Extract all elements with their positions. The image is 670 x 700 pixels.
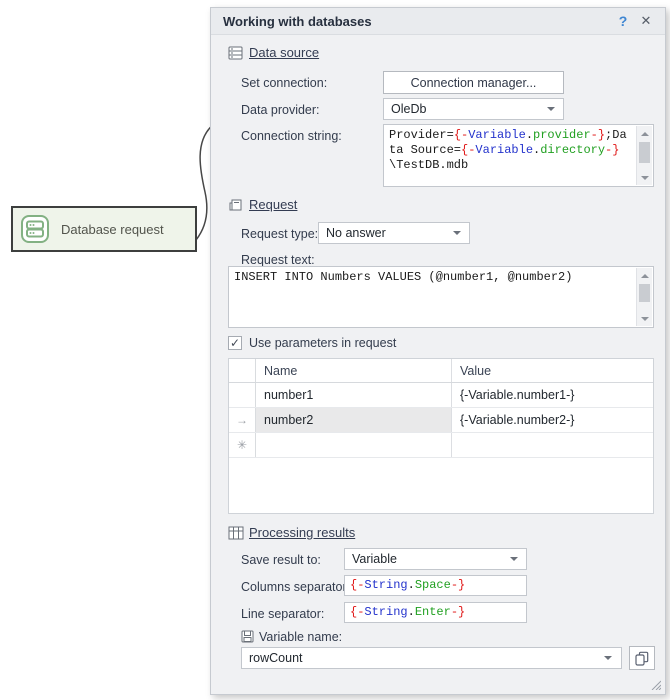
database-request-block[interactable]: Database request	[11, 206, 197, 252]
scroll-up-icon[interactable]	[637, 268, 652, 283]
database-icon	[21, 215, 49, 243]
parameters-table: Name Value number1 {-Variable.number1-} …	[228, 358, 654, 514]
properties-panel: Working with databases ? ✕ Data source S…	[210, 7, 666, 695]
request-text-value: INSERT INTO Numbers VALUES (@number1, @n…	[234, 270, 573, 284]
scroll-up-icon[interactable]	[637, 126, 652, 141]
variable-name-value: rowCount	[249, 651, 303, 665]
connection-string-scrollbar	[636, 126, 652, 185]
param-name-cell[interactable]: number1	[256, 383, 452, 407]
param-value-cell[interactable]: {-Variable.number2-}	[460, 413, 575, 427]
chevron-down-icon	[547, 107, 555, 111]
line-separator-label: Line separator:	[241, 607, 325, 621]
save-result-label: Save result to:	[241, 553, 321, 567]
panel-titlebar: Working with databases ? ✕	[211, 8, 665, 35]
copy-icon	[635, 651, 649, 666]
scroll-down-icon[interactable]	[637, 170, 652, 185]
save-result-value: Variable	[352, 552, 397, 566]
save-result-select[interactable]: Variable	[344, 548, 527, 570]
data-provider-label: Data provider:	[241, 103, 320, 117]
columns-separator-input[interactable]: {-String.Space-}	[344, 575, 527, 596]
data-source-header: Data source	[228, 45, 319, 60]
columns-separator-label: Columns separator:	[241, 580, 351, 594]
param-value-cell[interactable]: {-Variable.number1-}	[460, 388, 575, 402]
use-parameters-checkbox[interactable]: ✓	[228, 336, 242, 350]
close-icon[interactable]: ✕	[640, 13, 652, 28]
connection-string-label: Connection string:	[241, 129, 342, 143]
copy-variable-button[interactable]	[629, 646, 655, 670]
use-parameters-label: Use parameters in request	[249, 336, 397, 350]
connection-string-editor[interactable]: Provider={-Variable.provider-};Data Sour…	[383, 124, 654, 187]
request-text-editor[interactable]: INSERT INTO Numbers VALUES (@number1, @n…	[228, 266, 654, 328]
help-icon[interactable]: ?	[618, 13, 628, 29]
request-icon	[229, 199, 242, 210]
value-column-header[interactable]: Value	[460, 363, 492, 378]
variable-save-icon	[241, 630, 254, 643]
variable-name-label: Variable name:	[259, 630, 343, 644]
request-type-value: No answer	[326, 226, 386, 240]
data-provider-select[interactable]: OleDb	[383, 98, 564, 120]
request-text-scrollbar	[636, 268, 652, 326]
line-separator-input[interactable]: {-String.Enter-}	[344, 602, 527, 623]
table-row[interactable]: number1 {-Variable.number1-}	[229, 383, 653, 408]
flow-block-label: Database request	[61, 221, 164, 237]
set-connection-label: Set connection:	[241, 76, 328, 90]
request-text-label: Request text:	[241, 253, 315, 267]
row-marker	[229, 383, 256, 407]
param-name-cell[interactable]	[256, 433, 452, 457]
chevron-down-icon	[453, 231, 461, 235]
name-column-header[interactable]: Name	[256, 359, 452, 382]
processing-results-header: Processing results	[228, 525, 355, 540]
data-source-icon	[228, 46, 243, 59]
request-type-label: Request type:	[241, 227, 319, 241]
scroll-thumb[interactable]	[639, 142, 650, 163]
processing-results-icon	[228, 526, 244, 539]
connection-string-value: Provider={-Variable.provider-};Data Sour…	[389, 128, 627, 172]
connection-manager-button[interactable]: Connection manager...	[383, 71, 564, 94]
table-row[interactable]: → number2 {-Variable.number2-}	[229, 408, 653, 433]
request-type-select[interactable]: No answer	[318, 222, 470, 244]
current-row-marker: →	[229, 408, 256, 432]
row-selector-header[interactable]	[229, 359, 256, 382]
scroll-thumb[interactable]	[639, 284, 650, 302]
table-new-row[interactable]: ✳	[229, 433, 653, 458]
param-name-cell[interactable]: number2	[256, 408, 452, 432]
chevron-down-icon	[510, 557, 518, 561]
chevron-down-icon	[604, 656, 612, 660]
scroll-down-icon[interactable]	[637, 311, 652, 326]
data-source-title: Data source	[249, 45, 320, 60]
request-header: Request	[228, 197, 297, 212]
panel-title: Working with databases	[223, 13, 372, 29]
request-title: Request	[249, 197, 298, 212]
data-provider-value: OleDb	[391, 102, 427, 116]
param-value-cell[interactable]	[452, 433, 653, 457]
table-header-row: Name Value	[229, 359, 653, 383]
variable-name-combobox[interactable]: rowCount	[241, 647, 622, 669]
processing-results-title: Processing results	[249, 525, 356, 540]
new-row-marker: ✳	[229, 433, 256, 457]
resize-grip[interactable]	[649, 678, 661, 690]
